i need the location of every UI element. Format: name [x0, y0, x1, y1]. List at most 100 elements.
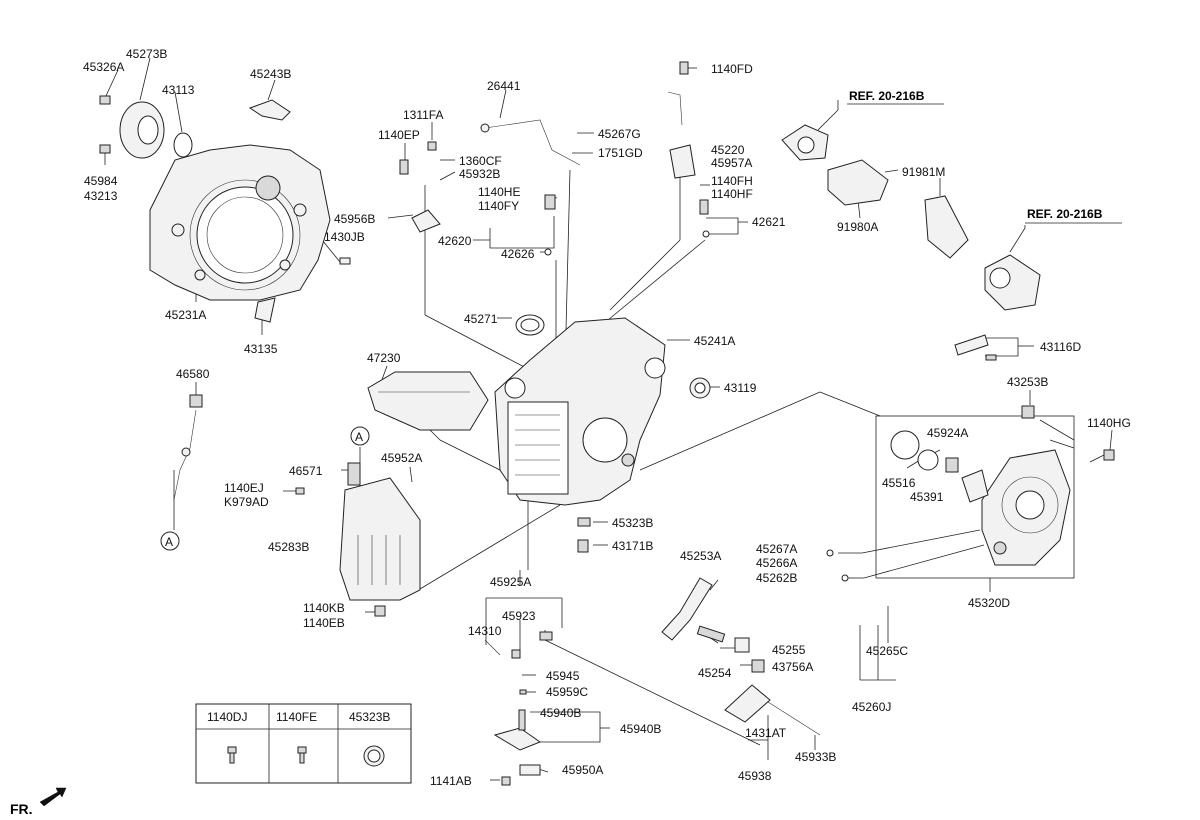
lever-45253A [661, 577, 713, 641]
label-45267A: 45267A [756, 542, 797, 556]
marker-a-top-circle [350, 426, 370, 446]
mount-ref-upper [781, 124, 829, 161]
parts-drawings [99, 61, 1115, 786]
label-43119: 43119 [724, 381, 757, 395]
label-43116D: 43116D [1040, 340, 1081, 354]
label-45940B-b: 45940B [620, 722, 661, 736]
marker-a-top: A [355, 430, 363, 444]
label-1140FD: 1140FD [711, 62, 753, 76]
label-46571: 46571 [289, 464, 323, 478]
ring-43113 [173, 132, 193, 158]
legend-header-1140DJ: 1140DJ [207, 710, 247, 724]
label-45320D: 45320D [968, 596, 1010, 610]
oil-pan-45283B [339, 462, 421, 601]
front-label: FR. [10, 801, 33, 817]
label-K979AD: K979AD [224, 495, 269, 509]
bracket-91980A [827, 159, 889, 206]
label-45940B-a: 45940B [540, 706, 581, 720]
oil-filter-47230 [367, 371, 489, 431]
label-45255: 45255 [772, 643, 806, 657]
o-ring-icon-45323B [363, 745, 385, 767]
label-45984: 45984 [84, 174, 118, 188]
label-91980A: 91980A [837, 220, 878, 234]
label-1140EJ: 1140EJ [224, 481, 264, 495]
transmission-case-45241A [494, 317, 666, 506]
bracket-91981M [924, 195, 969, 259]
label-45932B: 45932B [459, 167, 500, 181]
label-1140FY: 1140FY [478, 199, 519, 213]
legend-header-45323B: 45323B [349, 710, 390, 724]
label-45265C: 45265C [866, 644, 908, 658]
label-45516: 45516 [882, 476, 916, 490]
label-45243B: 45243B [250, 67, 291, 81]
front-arrow-icon [39, 787, 67, 807]
label-45283B: 45283B [268, 540, 309, 554]
label-45956B: 45956B [334, 212, 375, 226]
label-43171B: 43171B [612, 539, 653, 553]
label-1140EB: 1140EB [303, 616, 345, 630]
label-43135: 43135 [244, 342, 278, 356]
label-45950A: 45950A [562, 763, 603, 777]
label-45391: 45391 [910, 490, 944, 504]
label-45924A: 45924A [927, 426, 968, 440]
label-1140KB: 1140KB [303, 601, 345, 615]
label-43213: 43213 [84, 189, 118, 203]
label-45220: 45220 [711, 143, 745, 157]
rear-cover-45320D [981, 449, 1071, 566]
mount-ref-lower [984, 254, 1041, 311]
label-1140EP: 1140EP [378, 128, 420, 142]
label-1311FA: 1311FA [403, 108, 443, 122]
bolt-icon-1140FE [297, 746, 307, 764]
label-45933B: 45933B [795, 750, 836, 764]
label-1360CF: 1360CF [459, 154, 502, 168]
label-45231A: 45231A [165, 308, 206, 322]
legend-header-1140FE: 1140FE [276, 710, 317, 724]
label-42620: 42620 [438, 234, 472, 248]
ref-label-upper: REF. 20-216B [849, 89, 925, 103]
label-45267G: 45267G [598, 127, 641, 141]
label-26441: 26441 [487, 79, 521, 93]
label-91981M: 91981M [902, 165, 945, 179]
front-direction-indicator: FR. [10, 787, 67, 817]
label-45253A: 45253A [680, 549, 721, 563]
label-45260J: 45260J [852, 700, 891, 714]
label-1431AT: 1431AT [745, 726, 787, 740]
label-45945: 45945 [546, 669, 580, 683]
ref-label-lower: REF. 20-216B [1027, 207, 1103, 221]
fastener-legend-table: 1140DJ 1140FE 45323B [195, 703, 412, 784]
label-1140HE: 1140HE [478, 185, 520, 199]
label-46580: 46580 [176, 367, 210, 381]
marker-a-bottom-circle [160, 531, 180, 551]
label-1430JB: 1430JB [324, 230, 365, 244]
label-42621: 42621 [752, 215, 786, 229]
label-45952A: 45952A [381, 451, 422, 465]
label-43113: 43113 [162, 83, 195, 97]
label-45925A: 45925A [490, 575, 531, 589]
label-42626: 42626 [501, 247, 535, 261]
label-1140FH: 1140FH [711, 174, 753, 188]
label-1751GD: 1751GD [598, 146, 643, 160]
label-1140HF: 1140HF [711, 187, 753, 201]
label-45266A: 45266A [756, 556, 797, 570]
dipstick-46580 [173, 394, 203, 501]
label-45326A: 45326A [83, 60, 124, 74]
label-43756A: 43756A [772, 660, 813, 674]
label-45271: 45271 [464, 312, 498, 326]
label-14310: 14310 [468, 624, 502, 638]
label-45923: 45923 [502, 609, 536, 623]
converter-housing-45231A [149, 144, 351, 301]
label-1141AB: 1141AB [430, 774, 472, 788]
label-45938: 45938 [738, 769, 772, 783]
label-45273B: 45273B [126, 47, 167, 61]
label-43253B: 43253B [1007, 375, 1048, 389]
label-45254: 45254 [698, 666, 732, 680]
label-45959C: 45959C [546, 685, 588, 699]
label-45241A: 45241A [694, 334, 735, 348]
label-47230: 47230 [367, 351, 401, 365]
label-45323B-main: 45323B [612, 516, 653, 530]
label-1140HG: 1140HG [1087, 416, 1131, 430]
label-45262B: 45262B [756, 571, 797, 585]
marker-a-bottom: A [165, 535, 173, 549]
part-labels: 45326A 45273B 43113 45984 43213 45243B 1… [83, 47, 1131, 788]
